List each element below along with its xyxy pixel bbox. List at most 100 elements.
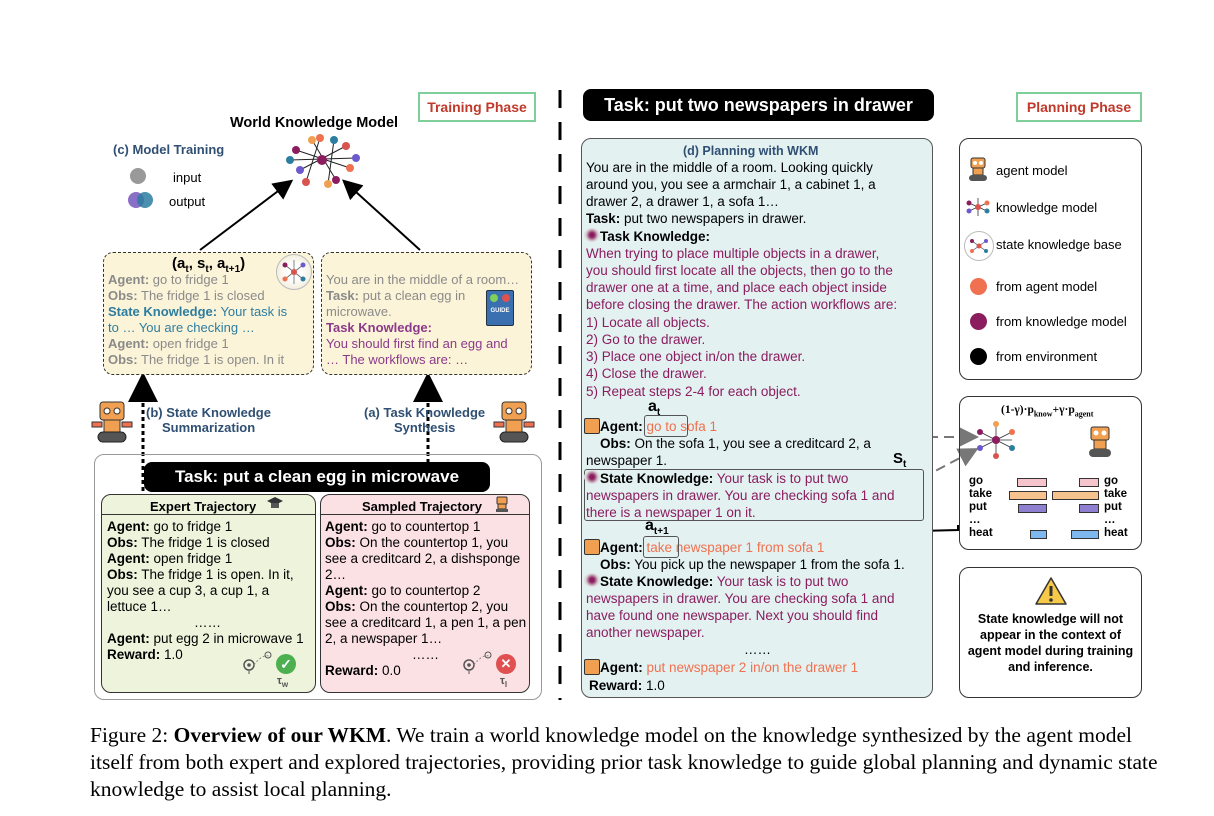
task-knowledge-line-1: When trying to place multiple objects in… — [586, 246, 880, 261]
wkm-network-nodes — [286, 134, 360, 188]
sampled-line-2: Obs: On the countertop 1, you — [325, 535, 509, 550]
training-task-title: Task: put a clean egg in microwave — [144, 462, 490, 492]
note-line-4: and inference. — [1008, 660, 1093, 674]
probability-formula: (1-γ)·pknow+γ·pagent — [1001, 404, 1094, 419]
state-box-line-6: Obs: The fridge 1 is open. In it — [108, 352, 285, 367]
legend-state-base-icon — [964, 231, 994, 261]
task-knowledge-line-4: before closing the drawer. The action wo… — [586, 297, 898, 312]
expert-route-icon — [242, 650, 276, 676]
prob-label-left-2: put — [969, 501, 987, 513]
sampled-line-1: Agent: go to countertop 1 — [325, 519, 481, 534]
sampled-line-10: Reward: 0.0 — [325, 663, 401, 678]
warning-icon — [1034, 576, 1068, 606]
probability-agent-icon — [1084, 424, 1116, 458]
planning-ellipsis: …… — [744, 642, 771, 657]
legend-dot-agent — [970, 278, 987, 295]
expert-line-2: Obs: The fridge 1 is closed — [107, 535, 270, 550]
caption-rest: . We train a world knowledge model on th… — [90, 723, 1158, 801]
legend-from-knowledge: from knowledge model — [996, 314, 1127, 329]
task-knowledge-line-7: 3) Place one object in/on the drawer. — [586, 349, 806, 364]
sampled-divider — [320, 514, 530, 515]
planning-intro-3: drawer 2, a drawer 1, a sofa 1… — [586, 194, 779, 209]
task-knowledge-line-3: drawer one at a time, and place each obj… — [586, 280, 887, 295]
expert-trajectory-title: Expert Trajectory — [150, 499, 257, 514]
agent-mini-icon-3 — [584, 659, 600, 675]
task-box-line-4: Task Knowledge: — [326, 320, 432, 335]
prob-label-left-0: go — [969, 475, 984, 487]
state-box-line-1: Agent: go to fridge 1 — [108, 272, 229, 287]
a-t-highlight — [644, 415, 688, 437]
trajectory-container — [94, 454, 542, 700]
prob-bar-left-4 — [1029, 530, 1047, 539]
legend-knowledge-icon — [965, 195, 991, 219]
legend-from-environment: from environment — [996, 349, 1098, 364]
final-reward: Reward: 1.0 — [589, 678, 665, 693]
output-legend-dot — [128, 192, 154, 208]
task-box-line-2: Task: put a clean egg in — [326, 288, 466, 303]
task-knowledge-line-5: 1) Locate all objects. — [586, 315, 710, 330]
input-legend-dot — [130, 168, 146, 184]
final-agent: Agent: put newspaper 2 in/on the drawer … — [600, 660, 859, 675]
prob-label-left-1: take — [969, 488, 993, 500]
legend-agent-model: agent model — [996, 163, 1068, 178]
model-training-title: (c) Model Training — [113, 142, 225, 157]
state1-line-2: newspapers in drawer. You are checking s… — [586, 488, 895, 503]
expert-line-8: Agent: put egg 2 in microwave 1 — [107, 631, 304, 646]
sampled-line-8: 2, a newspaper 1… — [325, 631, 443, 646]
legend-dot-environment — [970, 348, 987, 365]
planning-panel-title: (d) Planning with WKM — [683, 144, 819, 158]
success-check-icon: ✓ — [276, 654, 296, 674]
sampled-line-3: see a creditcard 2, a dishsponge — [325, 551, 521, 566]
sampled-trajectory-title: Sampled Trajectory — [362, 499, 482, 514]
task-box-line-1: You are in the middle of a room… — [326, 272, 520, 287]
prob-label-right-3: … — [1104, 514, 1116, 526]
task-knowledge-line-9: 5) Repeat steps 2-4 for each object. — [586, 384, 801, 399]
a-t1-highlight — [643, 536, 679, 558]
note-line-2: appear in the context of — [980, 628, 1121, 642]
prob-bar-left-0 — [1017, 478, 1047, 487]
expert-line-3: Agent: open fridge 1 — [107, 551, 233, 566]
planning-phase-label: Planning Phase — [1016, 92, 1142, 122]
task-box-line-3: microwave. — [326, 304, 392, 319]
task-box-line-5: You should first find an egg and — [326, 336, 508, 351]
prob-bar-right-2 — [1078, 504, 1099, 513]
output-legend-label: output — [169, 194, 206, 209]
failure-x-icon: ✕ — [496, 654, 516, 674]
state2-line-3: have found one newspaper. Next you shoul… — [586, 608, 878, 623]
sampled-line-9: …… — [412, 647, 439, 662]
task-box-line-6: … The workflows are: … — [326, 352, 469, 367]
state-box-line-3: State Knowledge: Your task is — [108, 304, 288, 319]
planning-task-line: Task: put two newspapers in drawer. — [586, 211, 807, 226]
task-knowledge-line-2: you should first locate all the objects,… — [586, 263, 893, 278]
state2-line-2: newspapers in drawer. You are checking s… — [586, 591, 895, 606]
planning-intro-1: You are in the middle of a room. Looking… — [586, 160, 873, 175]
note-box — [959, 567, 1142, 698]
arrow-task-to-wkm — [342, 179, 421, 251]
agent-mini-icon-2 — [584, 539, 600, 555]
robot-icon-right — [492, 398, 536, 444]
state-transition-header: (at, st, at+1) — [172, 255, 246, 275]
knowledge-model-mini-icon-1 — [584, 228, 600, 242]
task-knowledge-line-8: 4) Close the drawer. — [586, 366, 707, 381]
arrow-state-to-wkm — [199, 179, 294, 251]
robot-icon-left — [90, 398, 134, 444]
expert-line-6: lettuce 1… — [107, 599, 172, 614]
prob-label-left-3: … — [969, 514, 981, 526]
planning-task-title: Task: put two newspapers in drawer — [583, 89, 934, 121]
step2-agent: Agent: take newspaper 1 from sofa 1 — [600, 540, 825, 555]
legend-dot-knowledge — [970, 313, 987, 330]
sampled-line-5: Agent: go to countertop 2 — [325, 583, 481, 598]
state-knowledge-highlight — [584, 469, 924, 521]
expert-line-1: Agent: go to fridge 1 — [107, 519, 233, 534]
expert-divider — [101, 514, 316, 515]
planning-task-knowledge-label: Task Knowledge: — [600, 229, 711, 244]
prob-label-right-2: put — [1104, 501, 1122, 513]
expert-line-4: Obs: The fridge 1 is open. In it, — [107, 567, 294, 582]
guide-book-label: GUIDE — [490, 308, 510, 314]
prob-label-right-4: heat — [1104, 527, 1128, 539]
state-box-line-2: Obs: The fridge 1 is closed — [108, 288, 265, 303]
legend-box — [959, 138, 1142, 380]
legend-from-agent: from agent model — [996, 279, 1098, 294]
legend-agent-icon — [966, 156, 990, 182]
